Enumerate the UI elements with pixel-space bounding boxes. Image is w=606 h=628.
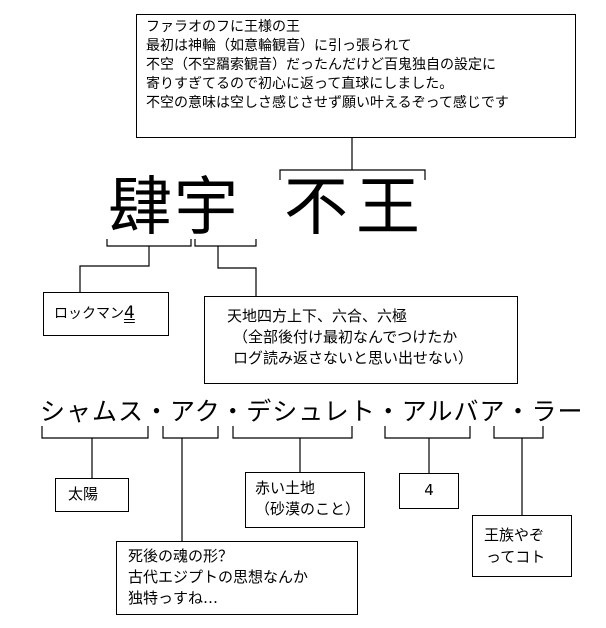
name-kanji-part2: 不王 — [284, 171, 428, 245]
top-note-line: 不空（不空羂索観音）だったんだけど百鬼独自の設定に — [146, 57, 496, 73]
top-note-line: 寄りすぎてるので初心に返って直球にしました。 — [146, 76, 454, 92]
note-ra-line: ってコト — [486, 548, 546, 566]
bracket-u — [194, 239, 257, 247]
top-note-line: 最初は神輪（如意輪観音）に引っ張られて — [146, 38, 412, 54]
note-deshret-line: （砂漠のこと） — [255, 500, 361, 518]
bracket-shams — [41, 426, 149, 439]
note-arbaa-box: 4 — [399, 473, 459, 509]
note-deshret-line: 赤い土地 — [255, 479, 316, 497]
note-aku-box: 死後の魂の形？ 古代エジプトの思想なんか 独特っすね… — [116, 541, 358, 615]
bracket-deshret — [232, 426, 353, 439]
note-tenchi-box: 天地四方上下、六合、六極 （全部後付け最初なんでつけたか ログ読み返さないと思い… — [204, 296, 518, 384]
note-rockman-box: ロックマン4 — [43, 292, 169, 336]
note-tenchi-line: （全部後付け最初なんでつけたか — [233, 328, 458, 346]
note-ra-box: 王族やぞ ってコト — [472, 515, 572, 577]
connector-shi — [79, 246, 150, 292]
note-shams-text: 太陽 — [68, 485, 99, 503]
name-reading: シャムス・アク・デシュレト・アルバア・ラー — [40, 397, 584, 426]
note-tenchi-line: ログ読み返さないと思い出せない） — [233, 349, 474, 367]
bracket-arbaa — [384, 426, 471, 439]
note-deshret-box: 赤い土地 （砂漠のこと） — [245, 472, 365, 528]
top-note-box: ファラオのフに王様の王 最初は神輪（如意輪観音）に引っ張られて 不空（不空羂索観… — [136, 14, 576, 138]
note-rockman-number: 4 — [124, 303, 135, 323]
note-shams-box: 太陽 — [55, 478, 129, 512]
note-rockman-text: ロックマン — [54, 306, 124, 322]
note-ra-line: 王族やぞ — [484, 526, 545, 544]
name-kanji-part1: 肆宇 — [108, 171, 240, 245]
bracket-fuou — [279, 169, 426, 180]
note-aku-line: 死後の魂の形？ — [128, 547, 234, 565]
top-note-line: 不空の意味は空しさ感じさせず願い叶えるぞって感じです — [146, 95, 509, 111]
bracket-ra — [493, 426, 544, 439]
note-tenchi-line: 天地四方上下、六合、六極 — [227, 307, 408, 325]
note-aku-line: 独特っすね… — [128, 589, 219, 607]
bracket-aku — [162, 426, 219, 439]
top-note-line: ファラオのフに王様の王 — [146, 19, 300, 35]
connector-u — [217, 246, 257, 296]
note-arbaa-text: 4 — [424, 481, 434, 499]
note-aku-line: 古代エジプトの思想なんか — [128, 568, 309, 586]
